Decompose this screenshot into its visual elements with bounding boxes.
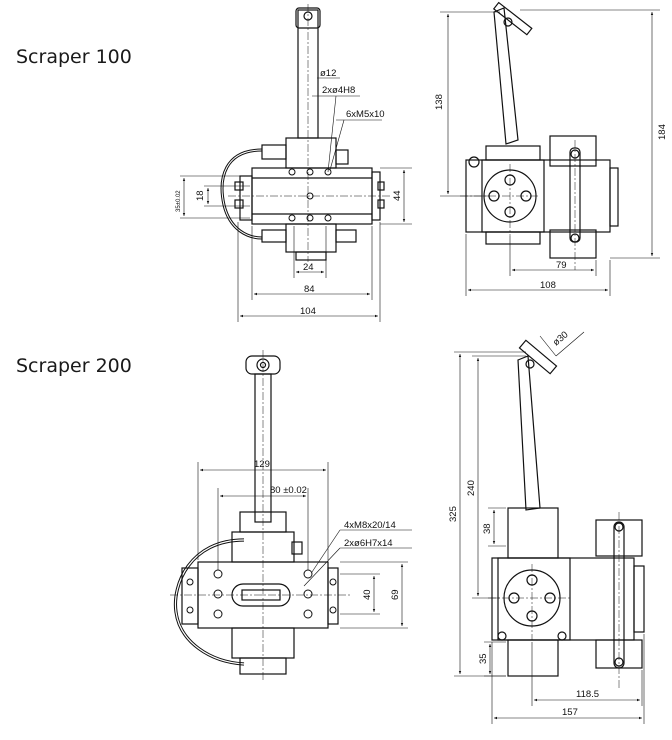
dim-44: 44 — [392, 190, 403, 201]
dim-18: 18 — [195, 190, 206, 201]
dim-79: 79 — [556, 260, 567, 271]
dim-holes-h7: 2xø6H7x14 — [344, 538, 393, 549]
dim-157: 157 — [562, 707, 578, 718]
scraper-100-side-view — [465, 1, 619, 259]
dim-104: 104 — [300, 306, 316, 317]
scraper-100-front-view — [220, 7, 385, 261]
dim-35: 35±0.02 — [176, 190, 182, 212]
dim-184: 184 — [657, 124, 668, 140]
dim-240: 240 — [466, 480, 477, 496]
dim-84: 84 — [304, 284, 315, 295]
dim-38: 38 — [482, 523, 493, 534]
dim-holes-h8: 2xø4H8 — [322, 85, 355, 96]
dim-24: 24 — [303, 262, 314, 273]
dim-325: 325 — [448, 506, 459, 522]
dim-d30: ø30 — [551, 329, 571, 348]
dim-40: 40 — [362, 589, 373, 600]
scraper-100-title: Scraper 100 — [16, 46, 132, 68]
scraper-200-front-view — [173, 355, 339, 675]
dim-d12: ø12 — [320, 68, 336, 79]
dim-108: 108 — [540, 280, 556, 291]
dim-35-b: 35 — [478, 653, 489, 664]
dim-138: 138 — [434, 94, 445, 110]
dim-threads-m5: 6xM5x10 — [346, 109, 385, 120]
dim-threads-m8: 4xM8x20/14 — [344, 520, 396, 531]
dim-118-5: 118.5 — [576, 689, 599, 700]
dim-80: 80 ±0.02 — [270, 485, 307, 496]
dim-69: 69 — [390, 589, 401, 600]
dim-129: 129 — [254, 459, 270, 470]
scraper-200-side-view — [491, 339, 645, 677]
scraper-200-title: Scraper 200 — [16, 355, 132, 377]
